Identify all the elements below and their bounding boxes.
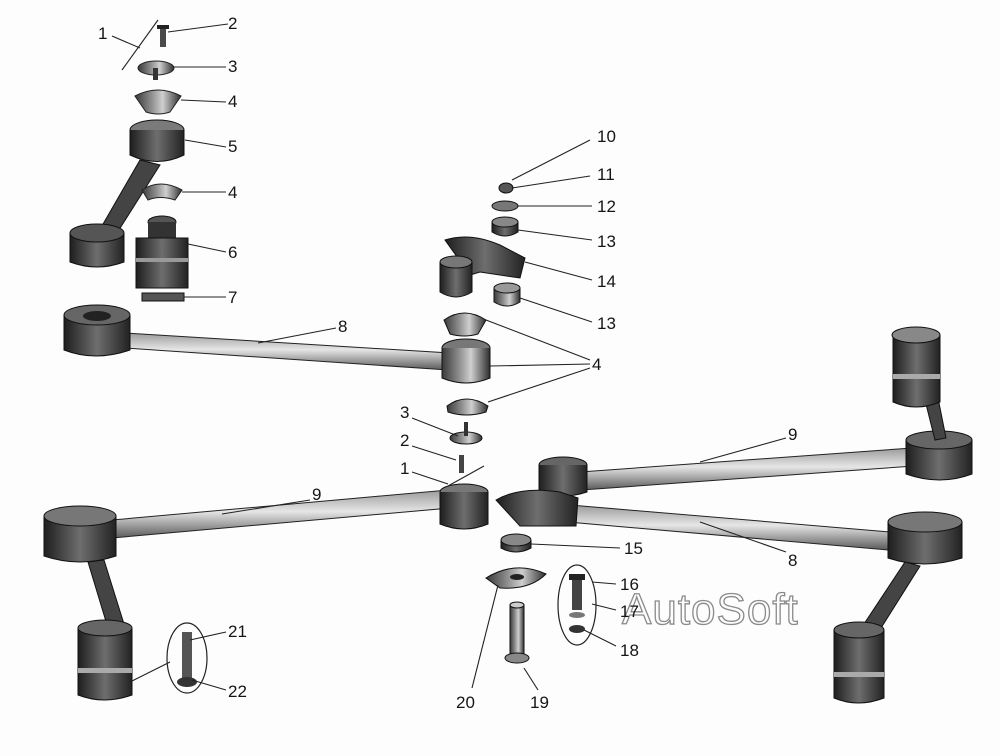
plate-part-7 [141, 292, 185, 302]
bolt-part-19 [504, 601, 530, 664]
callout-9-left: 9 [312, 485, 321, 504]
callout-3-top: 3 [228, 57, 237, 76]
callout-2-centre: 2 [400, 431, 409, 450]
tie-rod-part-9-right [538, 326, 973, 497]
cup-part-4-top [134, 89, 182, 115]
cup-part-4-centre-bottom [446, 398, 489, 416]
callout-13-top: 13 [597, 232, 616, 251]
bushing-part-13-bottom [493, 282, 521, 307]
callout-18: 18 [620, 641, 639, 660]
callout-3-centre: 3 [400, 403, 409, 422]
tie-rod-part-8-lower [495, 489, 963, 704]
leader-lines [111, 19, 787, 691]
callout-labels: 1 2 3 4 5 4 6 7 8 10 11 12 13 14 13 4 3 … [98, 14, 797, 712]
callout-5: 5 [228, 137, 237, 156]
cup-part-4-centre-top [443, 312, 487, 337]
callout-11: 11 [597, 165, 615, 184]
pin-part-2 [157, 25, 169, 47]
callout-21: 21 [228, 622, 247, 641]
bushing-part-15 [500, 533, 532, 553]
callout-2-top: 2 [228, 14, 237, 33]
watermark-text: AutoSoft [622, 585, 799, 634]
callout-8-lower: 8 [788, 551, 797, 570]
callout-15: 15 [624, 539, 643, 558]
callout-13-bottom: 13 [597, 314, 616, 333]
washer-part-3-centre [449, 422, 483, 445]
cup-part-4-mid [141, 183, 183, 201]
plate-part-20 [485, 567, 547, 589]
callout-10: 10 [597, 127, 616, 146]
callout-17: 17 [620, 602, 639, 621]
callout-16: 16 [620, 575, 639, 594]
callout-9-right: 9 [788, 425, 797, 444]
callout-12: 12 [597, 197, 616, 216]
callout-6: 6 [228, 243, 237, 262]
bushing-part-13-top [491, 216, 519, 237]
callout-4-centre: 4 [592, 355, 601, 374]
callout-14: 14 [597, 272, 616, 291]
bracket-part-6 [135, 215, 189, 289]
callout-7: 7 [228, 288, 237, 307]
arm-part-14 [439, 236, 526, 298]
washer-part-3 [137, 60, 175, 80]
callout-4-mid: 4 [228, 183, 237, 202]
callout-20: 20 [456, 693, 475, 712]
callout-1-top: 1 [98, 24, 107, 43]
callout-22: 22 [228, 682, 247, 701]
washer-part-12 [491, 200, 519, 212]
callout-19: 19 [530, 693, 549, 712]
fastener-group-21-22 [166, 622, 208, 694]
callout-8-upper: 8 [338, 317, 347, 336]
nut-part-11 [498, 182, 514, 194]
lever-part-5 [69, 119, 185, 268]
callout-4-top: 4 [228, 92, 237, 111]
tie-rod-part-9-left [43, 483, 489, 701]
tie-rod-part-8-upper [63, 304, 491, 384]
callout-1-centre: 1 [400, 459, 409, 478]
pin-part-2-centre [459, 455, 464, 473]
